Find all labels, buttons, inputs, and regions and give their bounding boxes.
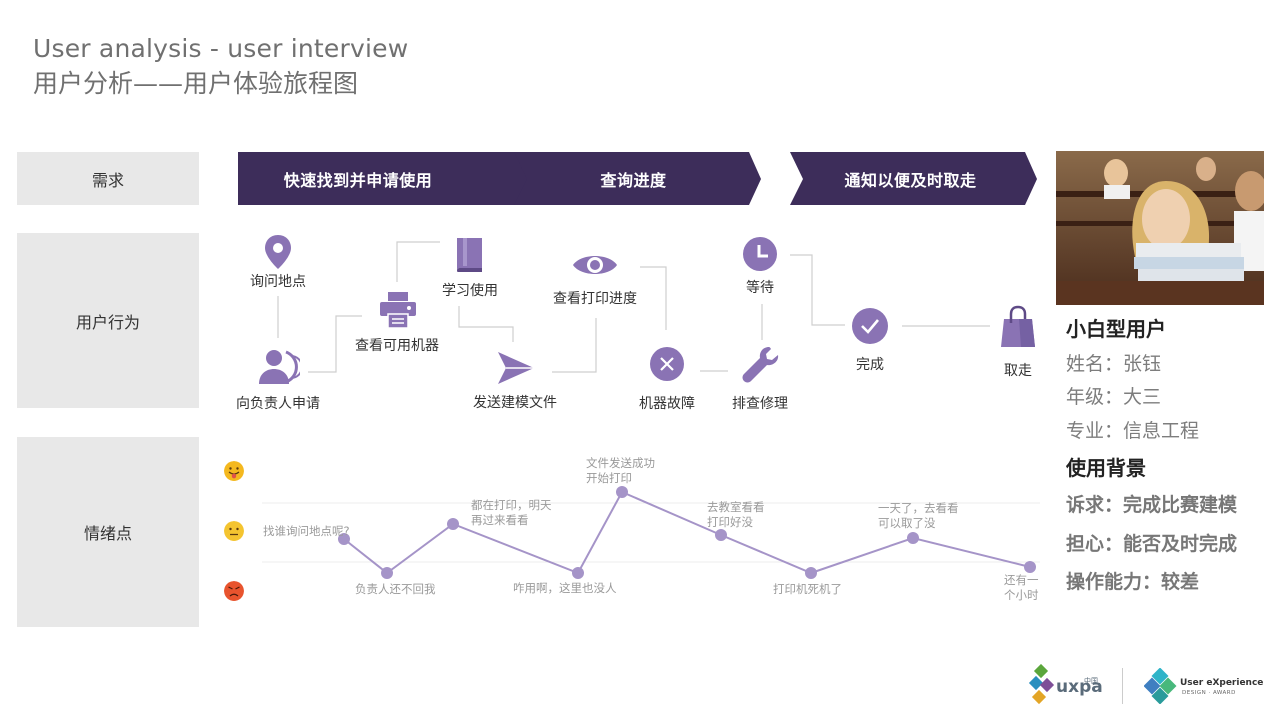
ux-award-line2: DESIGN · AWARD	[1182, 690, 1236, 696]
emotion-point-3	[447, 518, 459, 530]
title-english: User analysis - user interview	[33, 34, 409, 63]
stage-label-2: 查询进度	[600, 170, 667, 190]
happy-face-icon	[224, 461, 244, 481]
persona-type: 小白型用户	[1066, 317, 1166, 341]
emotion-note-6: 去教室看看打印好没	[707, 500, 765, 529]
stage-chevron-3	[790, 152, 1037, 205]
action-check-machine: 查看可用机器	[355, 338, 439, 354]
emotion-point-7	[805, 567, 817, 579]
action-check-progress: 查看打印进度	[553, 291, 637, 307]
neutral-face-icon	[224, 521, 244, 541]
persona-ability: 操作能力：较差	[1066, 571, 1200, 593]
action-ask-location: 询问地点	[250, 274, 306, 290]
book-icon	[457, 238, 482, 272]
emotion-note-7: 打印机死机了	[773, 582, 842, 596]
user-apply-icon	[259, 350, 300, 384]
row-label-behavior: 用户行为	[17, 233, 199, 408]
emotion-point-9	[1024, 561, 1036, 573]
row-label-needs: 需求	[17, 152, 199, 205]
emotion-note-4: 咋用啊，这里也没人	[513, 581, 617, 595]
emotion-note-2: 负责人还不回我	[355, 582, 436, 596]
eye-icon	[573, 256, 617, 274]
stage-label-3: 通知以便及时取走	[844, 170, 977, 190]
action-machine-fault: 机器故障	[639, 396, 695, 412]
stage-chevrons	[238, 152, 1037, 205]
action-wait: 等待	[746, 280, 774, 296]
persona-bg-title: 使用背景	[1066, 456, 1146, 480]
uxpa-logo-cn: 中国	[1084, 677, 1098, 685]
persona-grade: 年级：大三	[1066, 386, 1162, 408]
row-label-emotion: 情绪点	[17, 437, 199, 627]
printer-machine-icon	[380, 292, 416, 329]
action-apply: 向负责人申请	[236, 396, 320, 412]
stage-label-1: 快速找到并申请使用	[283, 170, 433, 190]
stage-chevron-2	[514, 152, 761, 205]
emotion-note-8: 一天了，去看看可以取了没	[878, 501, 959, 530]
emotion-note-3: 都在打印，明天再过来看看	[471, 498, 552, 527]
persona-worry: 担心：能否及时完成	[1066, 533, 1238, 555]
emotion-point-8	[907, 532, 919, 544]
persona-major: 专业：信息工程	[1066, 420, 1200, 442]
emotion-note-1: 找谁询问地点呢?	[263, 524, 350, 538]
logo-divider	[1122, 668, 1123, 704]
persona-photo	[1056, 151, 1264, 305]
emotion-note-5: 文件发送成功开始打印	[586, 456, 655, 485]
emotion-note-9: 还有一个小时	[1004, 573, 1039, 602]
emotion-point-5	[616, 486, 628, 498]
title-chinese: 用户分析——用户体验旅程图	[33, 69, 359, 98]
check-circle-icon	[852, 308, 888, 344]
ux-award-line1: User eXperience	[1180, 678, 1264, 688]
persona-appeal: 诉求：完成比赛建模	[1066, 494, 1238, 516]
action-pickup: 取走	[1004, 363, 1032, 379]
shopping-bag-icon	[1001, 305, 1035, 347]
uxpa-logo-text: uxpa	[1056, 677, 1103, 697]
action-send-file: 发送建模文件	[473, 395, 557, 411]
location-pin-icon	[265, 235, 291, 269]
emotion-point-6	[715, 529, 727, 541]
emotion-point-4	[572, 567, 584, 579]
action-done: 完成	[856, 357, 884, 373]
persona-name: 姓名：张钰	[1066, 353, 1162, 375]
close-circle-icon	[650, 347, 684, 381]
action-learn: 学习使用	[442, 283, 498, 299]
emotion-point-2	[381, 567, 393, 579]
angry-face-icon	[224, 581, 244, 601]
emotion-point-1	[338, 533, 350, 545]
wrench-icon	[742, 347, 779, 383]
send-icon	[498, 352, 534, 384]
clock-icon	[743, 237, 777, 271]
action-repair: 排查修理	[732, 396, 788, 412]
ux-award-logo-mark	[1144, 668, 1177, 704]
uxpa-logo-mark	[1028, 664, 1055, 705]
